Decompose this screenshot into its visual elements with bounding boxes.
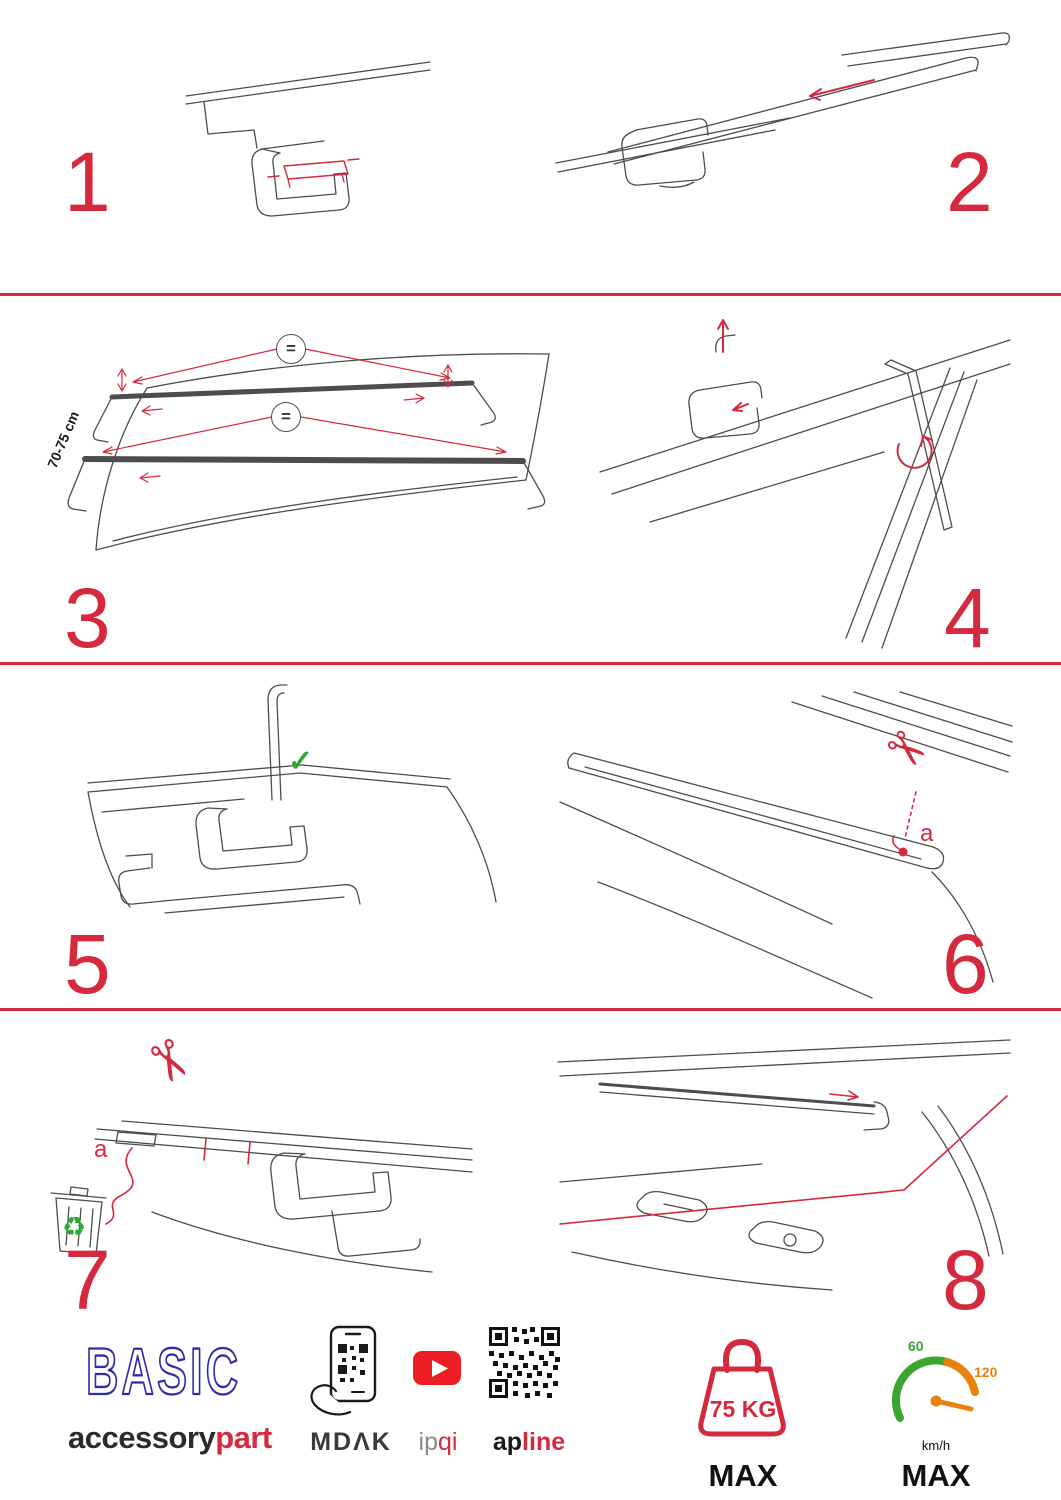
equal-symbol-top: = bbox=[276, 334, 306, 364]
step4-drawing bbox=[599, 319, 1011, 649]
step-number-4: 4 bbox=[944, 571, 991, 665]
partner-ipqi: ipqi bbox=[402, 1428, 474, 1457]
weight-icon bbox=[698, 1339, 786, 1437]
step8-highlight-lines bbox=[559, 1090, 1008, 1225]
section-divider-2 bbox=[0, 662, 1061, 665]
trash-bin-icon bbox=[50, 1186, 107, 1255]
qr-code-icon bbox=[489, 1327, 560, 1398]
partner-apline-black: ap bbox=[492, 1428, 523, 1456]
step5-drawing bbox=[87, 684, 497, 914]
step2-drawing bbox=[555, 32, 1010, 188]
partner-apline-red: line bbox=[522, 1428, 566, 1456]
strip-label-step7: a bbox=[94, 1136, 108, 1163]
step3-measure-lines bbox=[102, 348, 507, 483]
step-number-7: 7 bbox=[64, 1233, 111, 1327]
weight-max-label: MAX bbox=[708, 1458, 778, 1493]
step1-rubber-pad bbox=[267, 158, 360, 188]
step7-cut-marks bbox=[105, 1138, 251, 1225]
wordmark-part: part bbox=[215, 1420, 272, 1455]
youtube-icon bbox=[413, 1351, 461, 1385]
speed-max-label: MAX bbox=[901, 1458, 971, 1493]
step-number-5: 5 bbox=[64, 917, 111, 1011]
phone-qr-icon bbox=[310, 1325, 377, 1416]
step-number-3: 3 bbox=[64, 571, 111, 665]
step1-drawing bbox=[185, 61, 431, 217]
strip-label-step6: a bbox=[920, 820, 934, 847]
section-divider-3 bbox=[0, 1008, 1061, 1011]
step3-drawing bbox=[67, 348, 550, 551]
step-number-8: 8 bbox=[942, 1233, 989, 1327]
step6-cut-marks bbox=[892, 791, 917, 850]
speedometer-icon bbox=[892, 1356, 979, 1422]
step4-arrows bbox=[717, 319, 933, 469]
equal-symbol-bottom: = bbox=[271, 402, 301, 432]
wordmark: accessorypart bbox=[68, 1420, 272, 1456]
step2-slide-arrow bbox=[809, 79, 875, 101]
wordmark-accessory: accessory bbox=[68, 1420, 216, 1455]
speed-unit-label: km/h bbox=[921, 1438, 951, 1453]
partner-ipqi-gray: ip bbox=[418, 1428, 438, 1456]
step-number-1: 1 bbox=[64, 135, 111, 229]
partner-mdak: MDΛK bbox=[310, 1428, 392, 1456]
weight-value: 75 KG bbox=[709, 1396, 777, 1422]
partner-ipqi-red: qi bbox=[438, 1428, 458, 1456]
section-divider-1 bbox=[0, 293, 1061, 296]
step-number-2: 2 bbox=[946, 135, 993, 229]
partner-apline: apline bbox=[486, 1428, 572, 1457]
check-icon: ✓ bbox=[288, 745, 314, 778]
step6-drawing bbox=[559, 691, 1013, 999]
step8-drawing bbox=[557, 1039, 1011, 1291]
step7-drawing bbox=[50, 1120, 473, 1273]
speed-low-label: 60 bbox=[908, 1338, 924, 1354]
recycle-icon: ♻ bbox=[62, 1212, 87, 1242]
brand-basic: BASIC bbox=[86, 1334, 241, 1408]
speed-high-label: 120 bbox=[974, 1364, 998, 1380]
step-number-6: 6 bbox=[942, 917, 989, 1011]
allen-key bbox=[907, 370, 953, 531]
